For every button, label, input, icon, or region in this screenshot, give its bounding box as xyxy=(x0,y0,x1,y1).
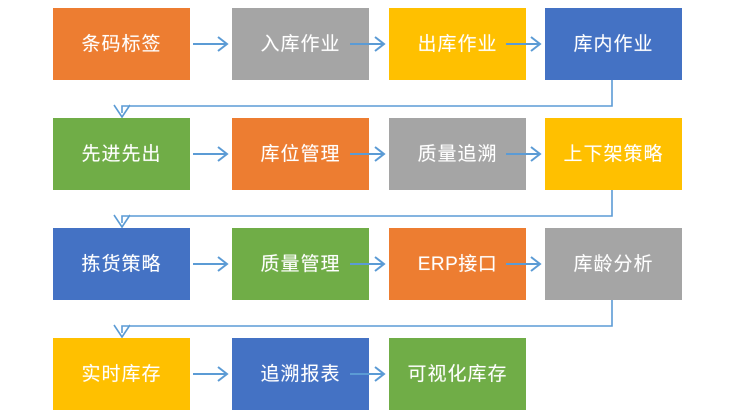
flow-node-label: 质量管理 xyxy=(260,253,341,275)
flow-node-1-1[interactable]: 条码标签 xyxy=(53,8,190,80)
arrow-right-icon xyxy=(349,34,391,54)
arrow-right-icon xyxy=(349,144,391,164)
flow-node-label: 可视化库存 xyxy=(407,363,508,385)
flowchart-row-4: 实时库存 追溯报表 可视化库存 xyxy=(0,338,732,410)
flow-node-4-3[interactable]: 可视化库存 xyxy=(389,338,526,410)
flow-node-label: 入库作业 xyxy=(260,33,341,55)
flow-node-label: 出库作业 xyxy=(417,33,498,55)
flowchart-row-3: 拣货策略 质量管理 ERP接口 库龄分析 xyxy=(0,228,732,300)
flow-node-2-4[interactable]: 上下架策略 xyxy=(545,118,682,190)
flow-node-2-1[interactable]: 先进先出 xyxy=(53,118,190,190)
flow-node-3-2[interactable]: 质量管理 xyxy=(232,228,369,300)
arrow-right-icon xyxy=(192,254,234,274)
flow-node-1-4[interactable]: 库内作业 xyxy=(545,8,682,80)
flow-node-label: 追溯报表 xyxy=(260,363,341,385)
arrow-right-icon xyxy=(192,144,234,164)
flowchart-row-1: 条码标签 入库作业 出库作业 库内作业 xyxy=(0,8,732,80)
flow-node-label: 拣货策略 xyxy=(81,253,162,275)
flow-node-1-2[interactable]: 入库作业 xyxy=(232,8,369,80)
arrow-right-icon xyxy=(349,364,391,384)
flow-node-2-2[interactable]: 库位管理 xyxy=(232,118,369,190)
elbow-connector-down-left-icon xyxy=(0,80,732,120)
flow-node-label: 先进先出 xyxy=(81,143,162,165)
flow-node-3-3[interactable]: ERP接口 xyxy=(389,228,526,300)
flow-node-label: 质量追溯 xyxy=(417,143,498,165)
elbow-connector-down-left-icon xyxy=(0,190,732,230)
flow-node-2-3[interactable]: 质量追溯 xyxy=(389,118,526,190)
arrow-right-icon xyxy=(192,364,234,384)
flow-node-label: 上下架策略 xyxy=(563,143,664,165)
arrow-right-icon xyxy=(349,254,391,274)
flow-node-1-3[interactable]: 出库作业 xyxy=(389,8,526,80)
flow-node-label: 条码标签 xyxy=(81,33,162,55)
flow-node-3-4[interactable]: 库龄分析 xyxy=(545,228,682,300)
flow-node-label: 库位管理 xyxy=(260,143,341,165)
arrow-right-icon xyxy=(192,34,234,54)
flow-node-label: ERP接口 xyxy=(417,253,498,275)
elbow-connector-down-left-icon xyxy=(0,300,732,340)
flowchart-row-2: 先进先出 库位管理 质量追溯 上下架策略 xyxy=(0,118,732,190)
flow-node-4-2[interactable]: 追溯报表 xyxy=(232,338,369,410)
arrow-right-icon xyxy=(505,254,547,274)
flow-node-4-1[interactable]: 实时库存 xyxy=(53,338,190,410)
arrow-right-icon xyxy=(505,144,547,164)
flow-node-label: 库内作业 xyxy=(573,33,654,55)
flow-node-label: 库龄分析 xyxy=(573,253,654,275)
flow-node-3-1[interactable]: 拣货策略 xyxy=(53,228,190,300)
flow-node-label: 实时库存 xyxy=(81,363,162,385)
arrow-right-icon xyxy=(505,34,547,54)
